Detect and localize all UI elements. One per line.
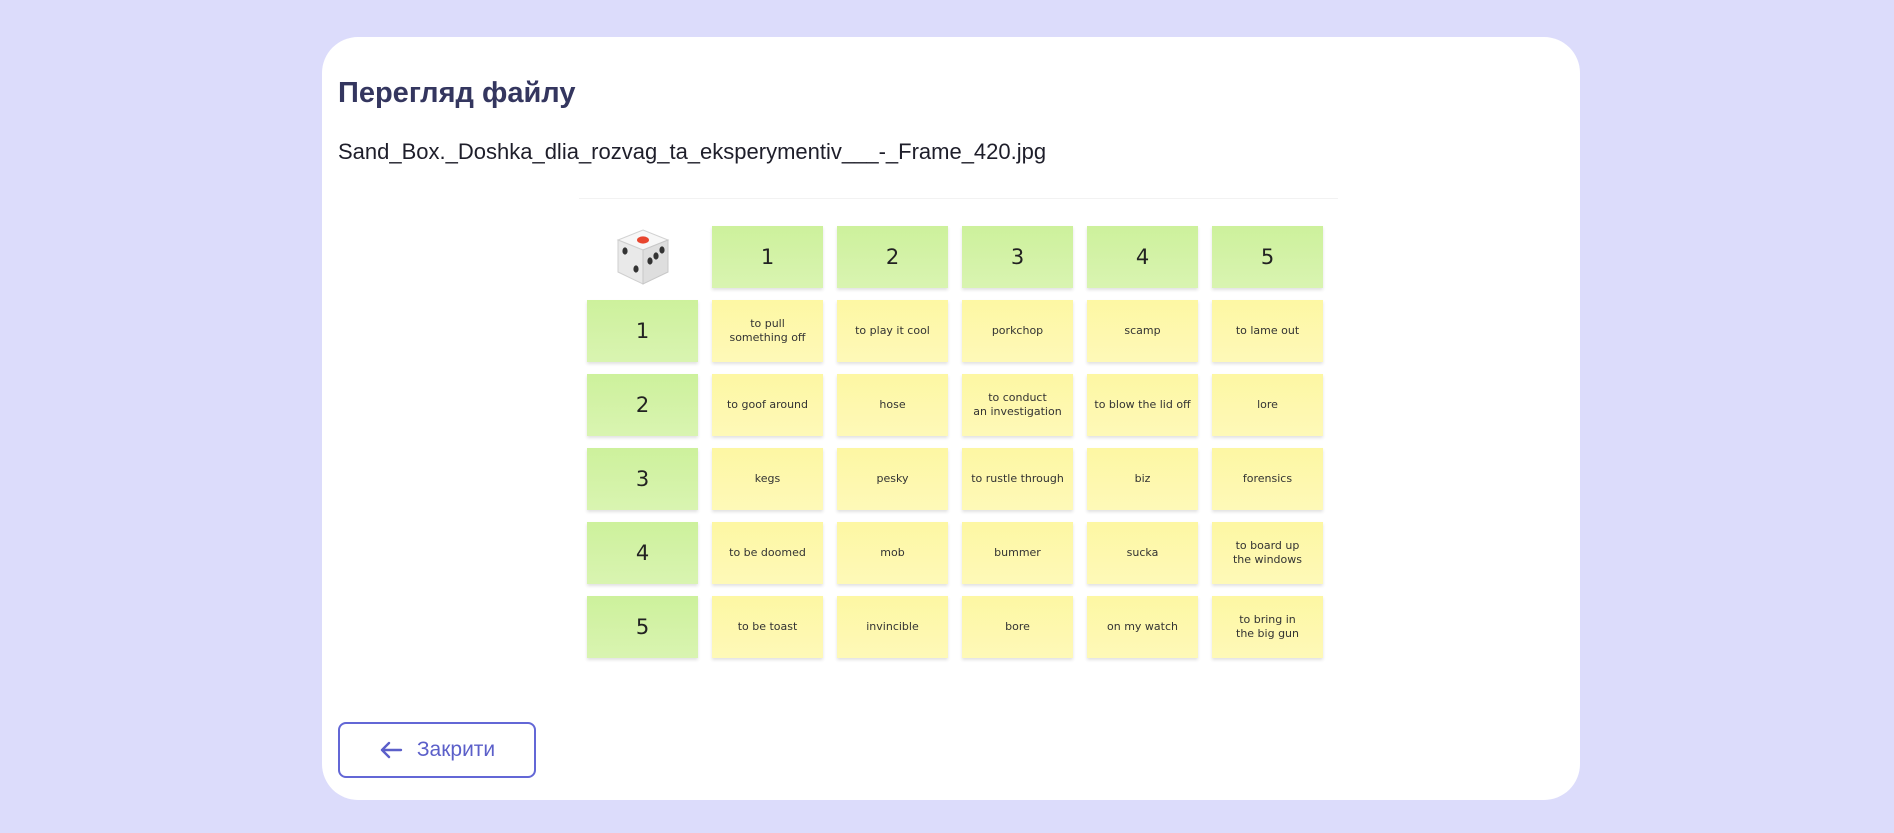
dice-cell (587, 226, 698, 288)
sticky-note: sucka (1087, 522, 1198, 584)
close-button-label: Закрити (416, 738, 496, 761)
sticky-note: scamp (1087, 300, 1198, 362)
sticky-note: hose (837, 374, 948, 436)
dice-icon (616, 229, 669, 285)
file-name: Sand_Box._Doshka_dlia_rozvag_ta_eksperym… (338, 139, 1047, 164)
row-header: 5 (587, 596, 698, 658)
row-header: 3 (587, 448, 698, 510)
sticky-note: to be doomed (712, 522, 823, 584)
file-preview-modal: Перегляд файлу Sand_Box._Doshka_dlia_roz… (322, 37, 1580, 800)
sticky-note: to pull something off (712, 300, 823, 362)
sticky-note: to be toast (712, 596, 823, 658)
arrow-left-icon (380, 741, 403, 759)
sticky-note: to play it cool (837, 300, 948, 362)
sticky-note: forensics (1212, 448, 1323, 510)
row-header: 4 (587, 522, 698, 584)
board-grid: 1 2 3 4 5 1 to pull something off to pla… (587, 226, 1323, 658)
sticky-note: pesky (837, 448, 948, 510)
image-preview: 1 2 3 4 5 1 to pull something off to pla… (579, 198, 1338, 706)
sticky-note: bore (962, 596, 1073, 658)
sticky-note: to conduct an investigation (962, 374, 1073, 436)
row-header: 1 (587, 300, 698, 362)
column-header: 1 (712, 226, 823, 288)
sticky-note: to lame out (1212, 300, 1323, 362)
column-header: 2 (837, 226, 948, 288)
sticky-note: biz (1087, 448, 1198, 510)
column-header: 5 (1212, 226, 1323, 288)
sticky-note: lore (1212, 374, 1323, 436)
sticky-note: to blow the lid off (1087, 374, 1198, 436)
row-header: 2 (587, 374, 698, 436)
sticky-note: to rustle through (962, 448, 1073, 510)
sticky-note: kegs (712, 448, 823, 510)
sticky-note: on my watch (1087, 596, 1198, 658)
sticky-note: invincible (837, 596, 948, 658)
sticky-note: to goof around (712, 374, 823, 436)
column-header: 3 (962, 226, 1073, 288)
sticky-note: porkchop (962, 300, 1073, 362)
sticky-note: bummer (962, 522, 1073, 584)
modal-title: Перегляд файлу (338, 77, 576, 109)
sticky-note: to board up the windows (1212, 522, 1323, 584)
close-button[interactable]: Закрити (338, 722, 536, 778)
sticky-note: to bring in the big gun (1212, 596, 1323, 658)
sticky-note: mob (837, 522, 948, 584)
column-header: 4 (1087, 226, 1198, 288)
